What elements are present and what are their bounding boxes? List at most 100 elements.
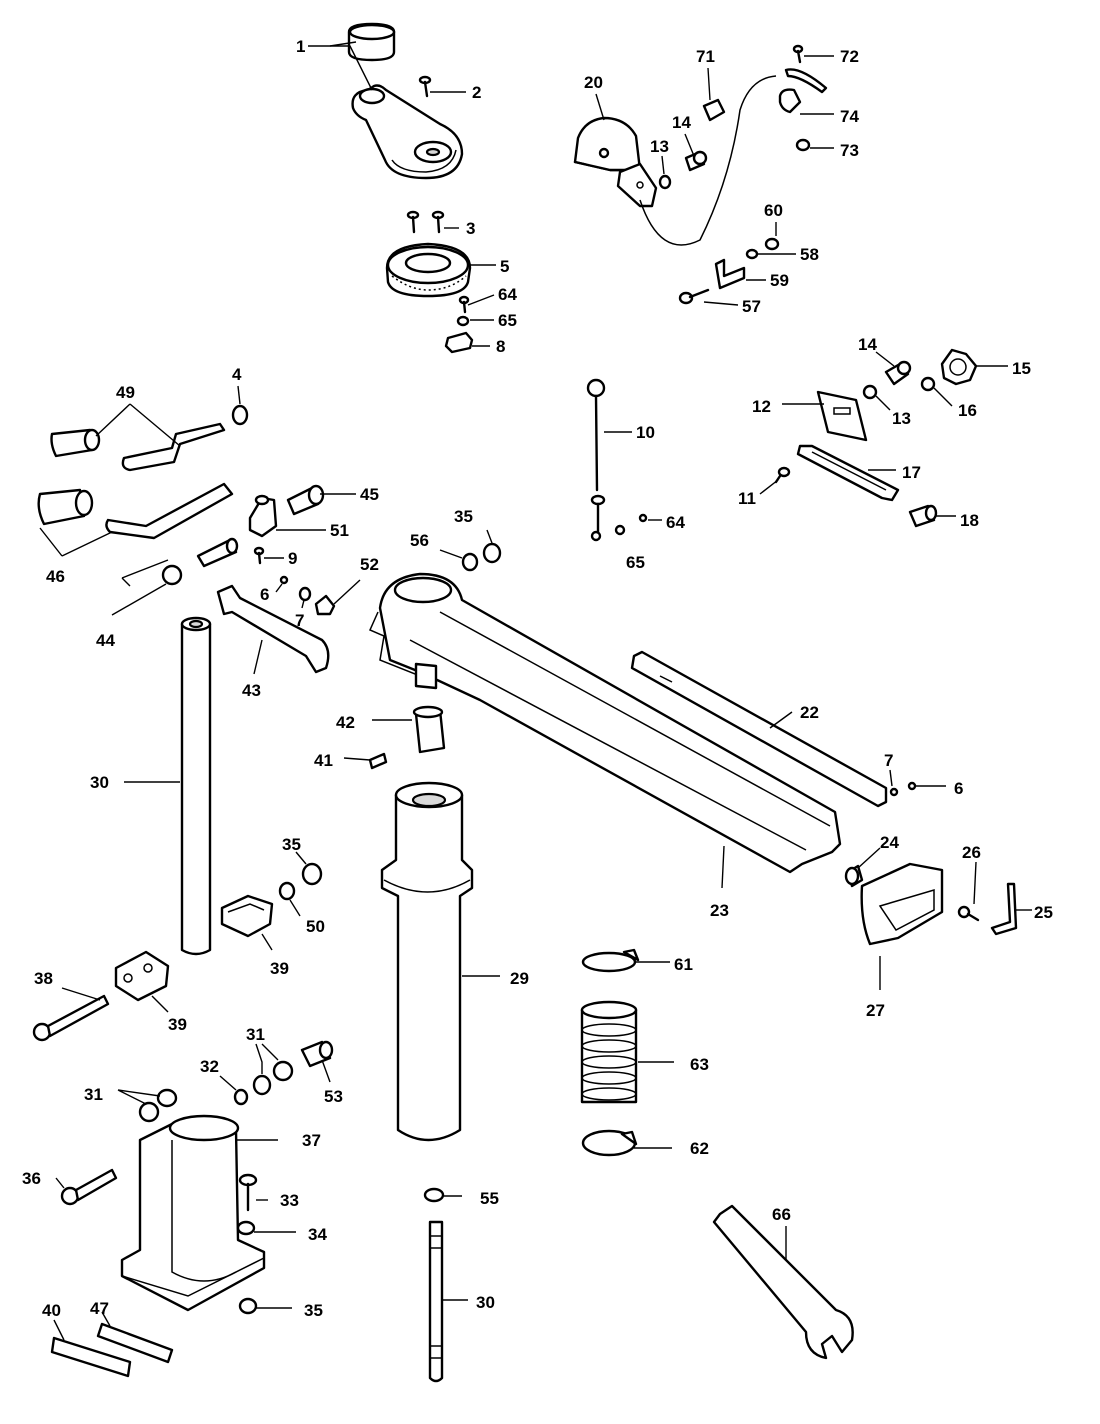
part-71-cable-clip [702,98,726,122]
callout-c30a: 30 [90,773,109,792]
part-15-star-knob [940,348,978,386]
part-50-washer [278,881,296,901]
part-1-crank-handle [347,22,464,180]
callout-c17: 17 [902,463,921,482]
part-42-knob [412,705,446,754]
callout-c45: 45 [360,485,379,504]
part-74-cable-end [778,68,828,114]
part-16-washer [920,376,936,392]
part-41-pin [368,752,388,770]
callout-c38: 38 [34,969,53,988]
part-11-screw [774,466,791,484]
callout-c43: 43 [242,681,261,700]
part-73-nut [795,138,811,152]
part-6-screw-a [279,575,289,585]
part-3-screws [406,210,445,234]
part-44-nut [161,564,183,586]
callout-c65b: 65 [626,553,645,572]
part-24-plug [844,864,864,888]
part-14-knob-b [884,360,912,386]
callout-c30b: 30 [476,1293,495,1312]
part-64-screw-a [458,295,470,314]
part-55-washer [423,1187,445,1203]
part-58-washer [745,248,759,260]
part-22-track-strip [630,650,888,808]
callout-c64b: 64 [666,513,685,532]
part-35-nut-b [301,862,323,886]
part-57-bolt [678,288,710,305]
part-17-slide-rail [796,444,900,502]
callout-c64a: 64 [498,285,517,304]
part-9-screw [253,546,265,565]
callout-labels: 1 2 3 5 64 65 8 20 71 72 74 73 14 13 60 … [22,37,1053,1320]
callout-c16: 16 [958,401,977,420]
callout-c61: 61 [674,955,693,974]
part-45-knob [286,484,325,516]
part-72-screw [792,44,804,64]
part-65-washer-b [614,524,626,536]
callout-c53: 53 [324,1087,343,1106]
part-56-washer [461,552,479,572]
callout-c41: 41 [314,751,333,770]
part-43-lever [216,584,330,674]
callout-c9: 9 [288,549,297,568]
callout-c33: 33 [280,1191,299,1210]
callout-c58: 58 [800,245,819,264]
callout-c40: 40 [42,1301,61,1320]
part-30-threaded-rod [428,1220,444,1383]
callout-c42: 42 [336,713,355,732]
callout-c2: 2 [472,83,481,102]
callout-c34: 34 [308,1225,327,1244]
callout-c22: 22 [800,703,819,722]
callout-c63: 63 [690,1055,709,1074]
callout-c72: 72 [840,47,859,66]
callout-c1: 1 [296,37,305,56]
part-34-washer [236,1220,256,1236]
callout-c39a: 39 [270,959,289,978]
part-18-plug [908,504,938,528]
part-pin-assembly [196,537,239,568]
callout-c59: 59 [770,271,789,290]
part-36-bolt [60,1168,118,1206]
part-49-handle-rod [50,422,226,472]
callout-c47: 47 [90,1299,109,1318]
part-47-strip [96,1322,174,1364]
callout-c32: 32 [200,1057,219,1076]
callout-c29: 29 [510,969,529,988]
part-63-bellows [580,1000,638,1104]
callout-c35b: 35 [282,835,301,854]
callout-c13a: 13 [650,137,669,156]
callout-c24: 24 [880,833,899,852]
part-7-washer-a [298,586,312,602]
callout-c11: 11 [738,489,756,508]
part-51-clamp [248,494,278,538]
part-12-plate [816,390,868,442]
callout-c3: 3 [466,219,475,238]
callout-c73: 73 [840,141,859,160]
part-7-washer-b [889,787,899,797]
part-31-nuts-a [252,1060,294,1096]
part-52-tab [314,594,336,616]
callout-c4: 4 [232,365,242,384]
part-65-washer-a [456,315,470,327]
callout-c12: 12 [752,397,771,416]
part-31-nuts-b [138,1088,178,1123]
callout-c57: 57 [742,297,761,316]
part-4-washer [231,404,249,426]
part-23-radial-arm [369,572,842,874]
part-26-screw [957,905,980,922]
part-40-strip [50,1336,132,1378]
part-39-clamp-block-a [220,894,274,938]
part-62-clamp-ring [581,1129,638,1157]
callout-c15: 15 [1012,359,1031,378]
part-29-column-sleeve [380,781,474,1142]
callout-c74: 74 [840,107,859,126]
callout-c20: 20 [584,73,603,92]
part-39-clamp-block-b [114,950,170,1002]
callout-c10: 10 [636,423,655,442]
callout-c25: 25 [1034,903,1053,922]
callout-c56: 56 [410,531,429,550]
callout-c31a: 31 [246,1025,265,1044]
callout-c5: 5 [500,257,509,276]
